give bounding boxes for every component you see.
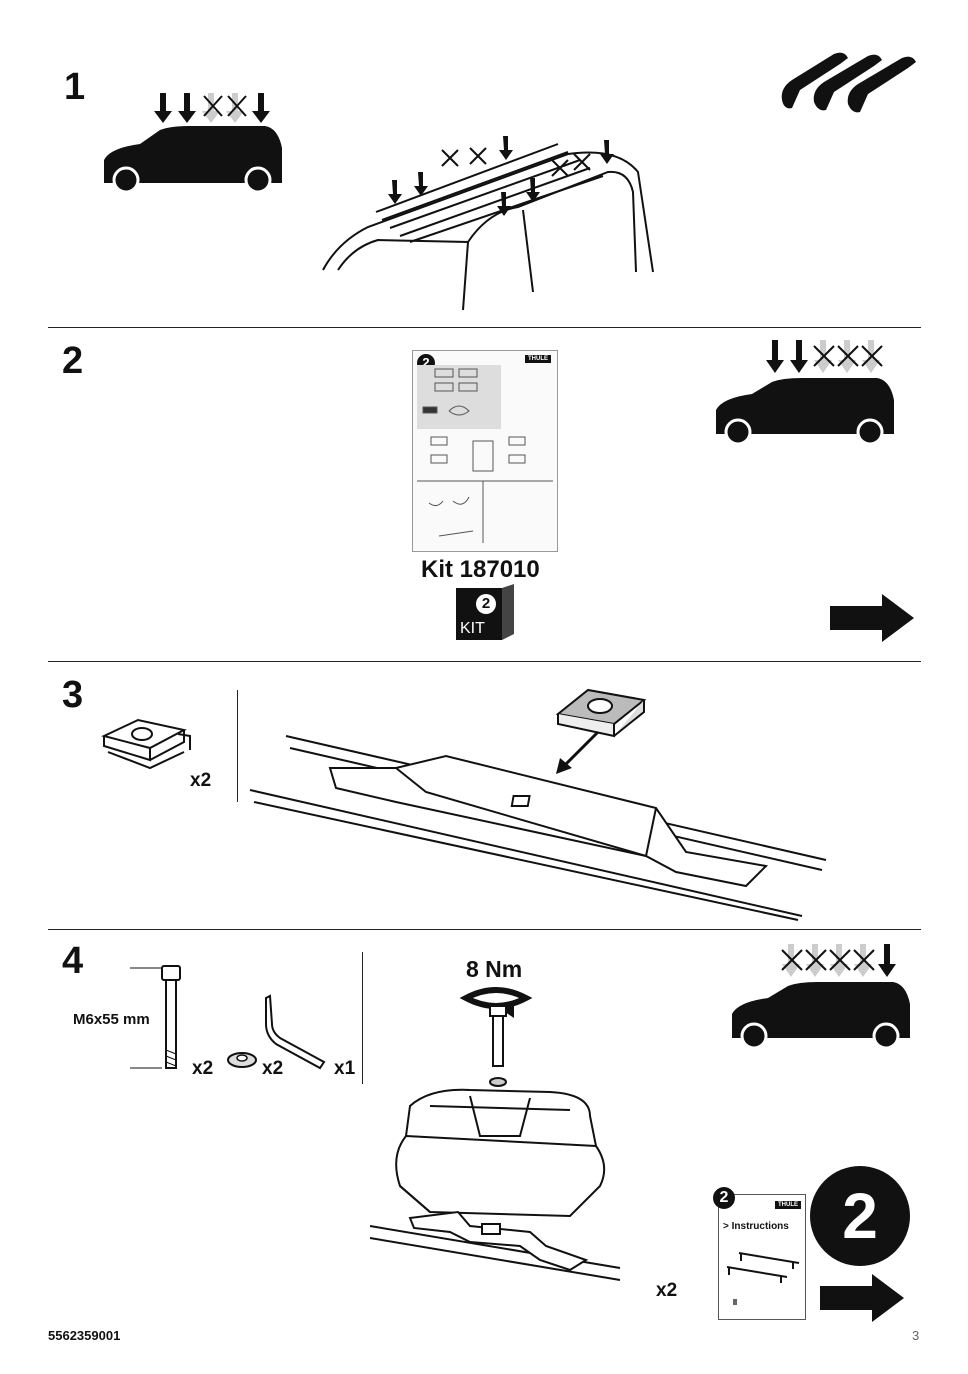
instructions-booklet-brand: THULE (775, 1201, 801, 1209)
divider-3 (48, 929, 921, 930)
bolt-icon (130, 965, 181, 1069)
step-1-number: 1 (64, 66, 86, 108)
document-number: 5562359001 (48, 1328, 121, 1343)
roof-bars-mini-icon (726, 1252, 800, 1283)
page-number: 3 (912, 1328, 920, 1343)
step-2-number: 2 (62, 340, 84, 382)
step-4-number: 4 (62, 940, 84, 982)
booklet-brand: THULE (525, 355, 551, 363)
bolt-size-label: M6x55 mm (73, 1011, 150, 1028)
feet-quantity: x2 (656, 1280, 678, 1301)
car-arrows-icon (716, 340, 894, 446)
instructions-booklet-mark (733, 1299, 737, 1305)
torque-label: 8 Nm (466, 956, 523, 982)
bolt-quantity: x2 (192, 1058, 214, 1079)
divider-2 (48, 661, 921, 662)
washer-icon (227, 1052, 257, 1068)
kit-badge-number: 2 (476, 594, 496, 614)
kit-badge-text: KIT (460, 620, 485, 637)
hex-key-quantity: x1 (334, 1058, 356, 1079)
car-arrows-icon (104, 93, 282, 194)
instructions-booklet-number: 2 (713, 1187, 735, 1209)
foot-assembly-illustration (369, 1005, 621, 1281)
instructions-booklet-title: > Instructions (723, 1221, 789, 1232)
step-3-number: 3 (62, 674, 84, 716)
kit-title: Kit 187010 (421, 556, 540, 583)
van-roof-illustration (322, 136, 654, 311)
instructions-booklet: 2 THULE > Instructions (713, 1187, 806, 1320)
divider-1 (48, 327, 921, 328)
kit-booklet: 2 THULE (412, 350, 558, 552)
clip-quantity: x2 (190, 770, 212, 791)
rail-clip-illustration (249, 688, 827, 921)
next-arrow-icon (830, 594, 914, 642)
step3-separator (237, 690, 238, 802)
next-step-circle: 2 (810, 1166, 910, 1266)
booklet-parts-icon (417, 368, 553, 543)
next-arrow-icon (820, 1274, 904, 1322)
washer-quantity: x2 (262, 1058, 284, 1079)
kit-box-badge: 2 KIT (456, 588, 502, 640)
step4-separator (362, 952, 363, 1084)
kit-box-side (502, 584, 514, 640)
roof-bars-icon (781, 52, 916, 113)
clip-nut-icon (101, 718, 191, 770)
hex-key-icon (265, 994, 326, 1070)
car-arrows-icon (732, 944, 910, 1050)
torque-arrow-icon (459, 987, 533, 1018)
